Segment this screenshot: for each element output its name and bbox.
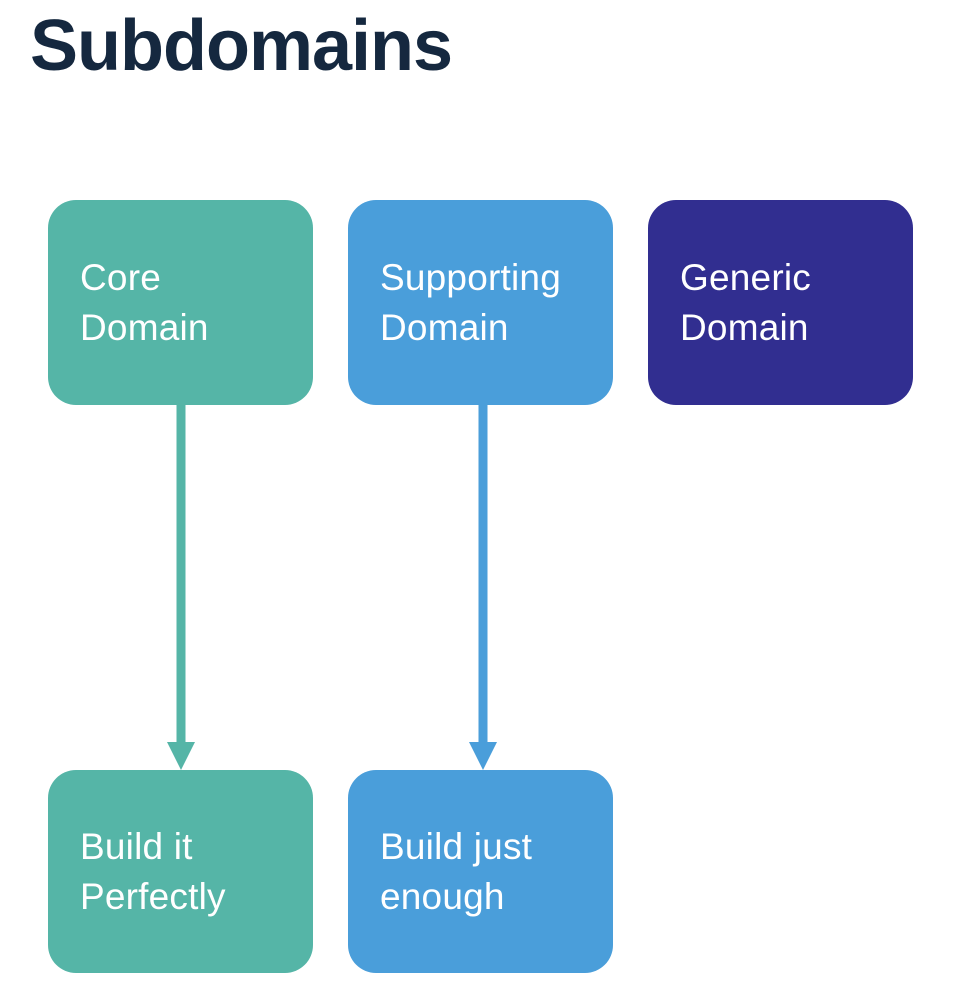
box-generic-domain-label: Generic Domain	[680, 256, 811, 348]
arrow-supporting-to-build-enough-head	[469, 742, 497, 770]
box-core-domain-label: Core Domain	[80, 256, 209, 348]
box-supporting-domain-label: Supporting Domain	[380, 256, 561, 348]
box-build-just-enough: Build just enough	[348, 770, 613, 973]
down-arrow-icon	[469, 405, 497, 770]
box-supporting-domain: Supporting Domain	[348, 200, 613, 405]
arrow-core-to-build-perfectly-shaft	[176, 405, 186, 745]
box-core-domain: Core Domain	[48, 200, 313, 405]
down-arrow-icon	[167, 405, 195, 770]
box-generic-domain: Generic Domain	[648, 200, 913, 405]
arrow-supporting-to-build-enough-shaft	[478, 405, 488, 745]
box-build-it-perfectly: Build it Perfectly	[48, 770, 313, 973]
page-title: Subdomains	[30, 6, 453, 86]
arrow-core-to-build-perfectly-head	[167, 742, 195, 770]
box-build-it-perfectly-label: Build it Perfectly	[80, 825, 226, 917]
box-build-just-enough-label: Build just enough	[380, 825, 533, 917]
